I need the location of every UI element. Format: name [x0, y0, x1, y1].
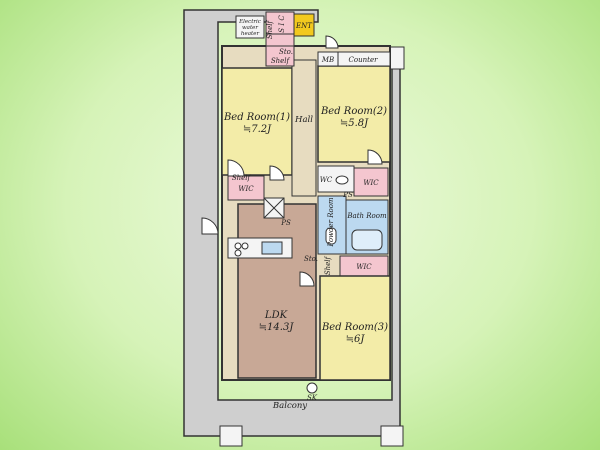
sk-label: SK	[307, 394, 318, 402]
corner-box	[380, 425, 404, 447]
shelf-label-3: Shelf	[266, 19, 274, 39]
counter-label: Counter	[349, 56, 379, 64]
sto-label: Sto.	[304, 255, 318, 263]
ps-label-2: PS	[342, 191, 353, 199]
balcony-area	[183, 9, 401, 437]
electric-water-heater-label-2: water	[242, 25, 258, 31]
hall-label: Hall	[294, 115, 313, 125]
balcony-label: Balcony	[272, 401, 307, 411]
wic-1	[227, 175, 265, 201]
bedroom-3	[319, 275, 391, 381]
bedroom-1-name: Bed Room(1)	[223, 112, 290, 123]
electric-water-heater	[235, 15, 265, 39]
powder-room-label: Powder Room	[327, 197, 335, 248]
wic-2	[353, 167, 389, 197]
sic-label: S I C	[278, 15, 286, 33]
ldk	[237, 203, 317, 379]
bedroom-2	[317, 65, 391, 163]
shelf-label-4: Shelf	[271, 57, 291, 65]
electric-water-heater-label-1: Electric	[238, 19, 261, 25]
storage-small-label: Sto.	[279, 48, 293, 56]
hall	[291, 59, 317, 197]
electric-water-heater-label-3: heater	[241, 31, 260, 37]
bedroom-2-name: Bed Room(2)	[320, 106, 387, 117]
ps-label-1: PS	[280, 219, 291, 227]
ldk-area: ≒14.3J	[259, 322, 295, 333]
wic-2-label: WIC	[363, 179, 379, 187]
bedroom-3-name: Bed Room(3)	[321, 322, 388, 333]
mb-counter-strip	[317, 51, 391, 67]
ldk-name: LDK	[264, 310, 288, 321]
corner-box	[219, 425, 243, 447]
wic-3-label: WIC	[356, 263, 372, 271]
bedroom-2-area: ≒5.8J	[340, 118, 369, 129]
bedroom-1-area: ≒7.2J	[243, 124, 272, 135]
wic-1-label: WIC	[238, 185, 254, 193]
wc-label: WC	[320, 176, 333, 184]
bath-room-label: Bath Room	[346, 212, 387, 220]
entrance	[293, 13, 315, 37]
entrance-label: ENT	[295, 22, 313, 30]
sk-fixture	[306, 382, 318, 394]
mb-label: MB	[321, 56, 334, 64]
shelf-label-2: Shelf	[324, 255, 332, 275]
storage-column	[265, 11, 295, 67]
bedroom-3-area: ≒6J	[346, 334, 366, 345]
shelf-label-1: Shelf	[232, 174, 252, 182]
